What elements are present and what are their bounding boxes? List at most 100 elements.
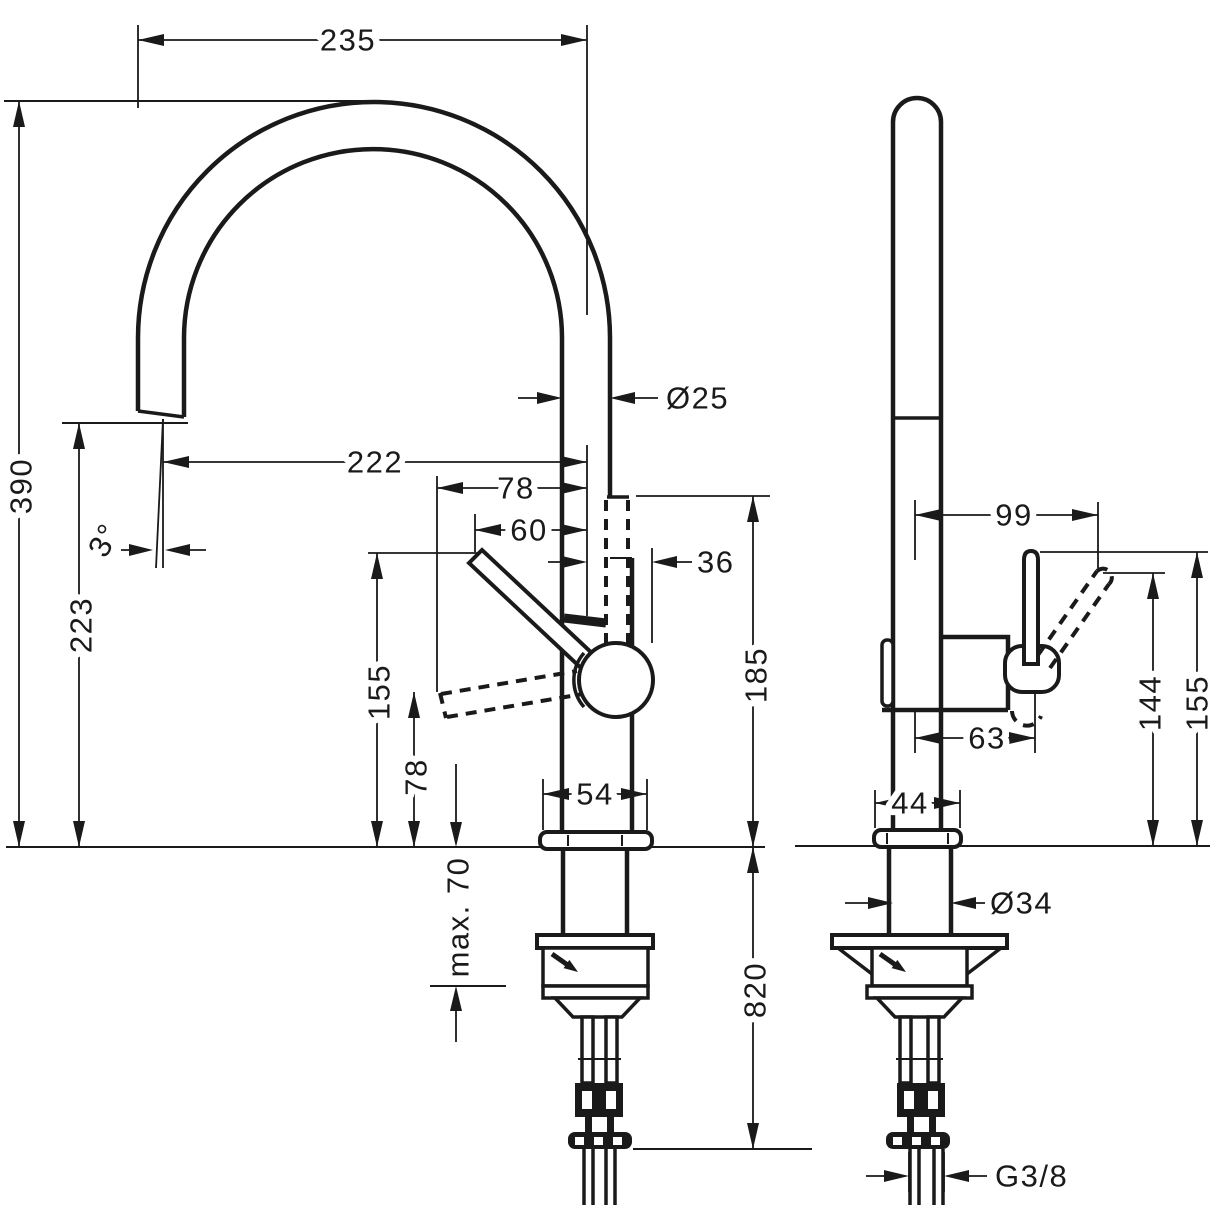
arrowhead (450, 986, 462, 1011)
threaded-rod-right-front (926, 1015, 941, 1085)
handle-tilted-hidden-cap (1095, 566, 1114, 586)
arrowhead (915, 509, 941, 521)
dim-g38-label: G3/8 (995, 1159, 1068, 1194)
dim-222-label: 222 (347, 445, 403, 480)
supply-hoses-front (908, 1149, 945, 1205)
spout-outer-contour (135, 99, 613, 496)
arrowhead (1191, 552, 1203, 578)
nut-window (928, 1091, 938, 1109)
arrowhead (408, 821, 420, 847)
arrowhead (73, 821, 85, 847)
threaded-rod-right (604, 1015, 619, 1085)
dim-60-label: 60 (510, 513, 547, 548)
arrowhead (934, 797, 960, 809)
arrowhead (371, 821, 383, 847)
nut-leg (929, 1117, 936, 1132)
arrowhead (138, 34, 164, 46)
arrowhead (747, 847, 759, 873)
arrowhead (561, 524, 587, 536)
threaded-rod-left-front (898, 1015, 913, 1085)
handle-tilted-hidden-top (1036, 569, 1099, 657)
arrowhead (450, 822, 462, 847)
dim-54-label: 54 (576, 777, 613, 812)
shank-front (886, 847, 954, 935)
handle-low-hidden-cap (438, 692, 448, 719)
cone-washer-front (872, 996, 967, 1019)
handle-housing (882, 634, 1011, 713)
arrowhead (163, 456, 189, 468)
dim-25-label: Ø25 (666, 381, 729, 416)
mounting-plate-lower-front (865, 984, 974, 1000)
washer-window (613, 1137, 622, 1145)
insert-arrow-head (563, 959, 578, 972)
washer-window (912, 1137, 921, 1145)
dim-44-label: 44 (891, 786, 928, 821)
pivot-ball-ring (572, 651, 586, 709)
arrowhead (652, 556, 677, 568)
mounting-plate-wings (836, 946, 1003, 976)
dim-223-label: 223 (64, 597, 99, 653)
handle-lever-front (1022, 548, 1040, 666)
nut-window (606, 1091, 616, 1109)
mounting-plate-upper (535, 933, 655, 950)
handle-lever (466, 547, 597, 671)
arrowhead (562, 556, 587, 568)
dim-390-label: 390 (4, 458, 39, 514)
mounting-plate-lower (541, 984, 650, 1000)
spout-outlet-end (137, 409, 185, 419)
dim-185-label: 185 (739, 647, 774, 703)
dim-155a-label: 155 (362, 664, 397, 720)
arrowhead (537, 392, 562, 404)
dim-235-label: 235 (320, 23, 376, 58)
arrowhead (561, 456, 587, 468)
arrowhead (371, 553, 383, 579)
arrowhead (1009, 732, 1035, 744)
dim-36-lines (548, 548, 692, 643)
side-view-dimensions: 235 390 223 3° 222 78 60 (0, 16, 780, 1149)
washer-window (594, 1137, 603, 1145)
arrowhead (408, 692, 420, 718)
handle-pivot-ball (577, 641, 655, 719)
arrowhead (129, 544, 153, 556)
handle-hidden-arc (1010, 710, 1043, 728)
escutcheon-ticks (567, 835, 623, 846)
body-side-bulge (880, 638, 895, 708)
washer-window (893, 1137, 902, 1145)
arrowhead (1191, 820, 1203, 846)
nut-window (904, 1091, 914, 1109)
dim-34-label: Ø34 (990, 886, 1053, 921)
arrowhead (944, 1170, 969, 1182)
side-view (4, 99, 812, 1205)
stream-tilted-line (155, 418, 164, 569)
cone-washer (550, 996, 645, 1019)
dim-36-label: 36 (697, 545, 734, 580)
handle-tilted-hidden-bottom (1048, 582, 1111, 670)
dim-63-label: 63 (968, 721, 1005, 756)
shank (560, 849, 630, 935)
dim-144-label: 144 (1133, 675, 1168, 731)
spout-inner-contour (181, 146, 565, 833)
dim-820-label: 820 (738, 962, 773, 1018)
arrowhead (875, 797, 901, 809)
arrowhead (13, 821, 25, 847)
dim-99-lines (914, 500, 1099, 568)
dim-155b-lines (1040, 551, 1208, 846)
arrowhead (915, 732, 941, 744)
arrowhead (561, 482, 587, 494)
dim-3deg-label: 3° (81, 517, 127, 562)
nut-leg (607, 1117, 614, 1132)
arrowhead (475, 524, 501, 536)
dim-78a-label: 78 (497, 471, 534, 506)
dim-99-label: 99 (995, 498, 1032, 533)
arrowhead (561, 34, 587, 46)
nut-window (582, 1091, 592, 1109)
washer-window (575, 1137, 584, 1145)
dim-155b-label: 155 (1180, 675, 1214, 731)
threaded-rod-left (580, 1015, 595, 1085)
arrowhead (868, 897, 893, 909)
arrowhead (884, 1170, 909, 1182)
arrowhead (951, 897, 976, 909)
arrowhead (437, 482, 463, 494)
body-seam (563, 613, 607, 628)
